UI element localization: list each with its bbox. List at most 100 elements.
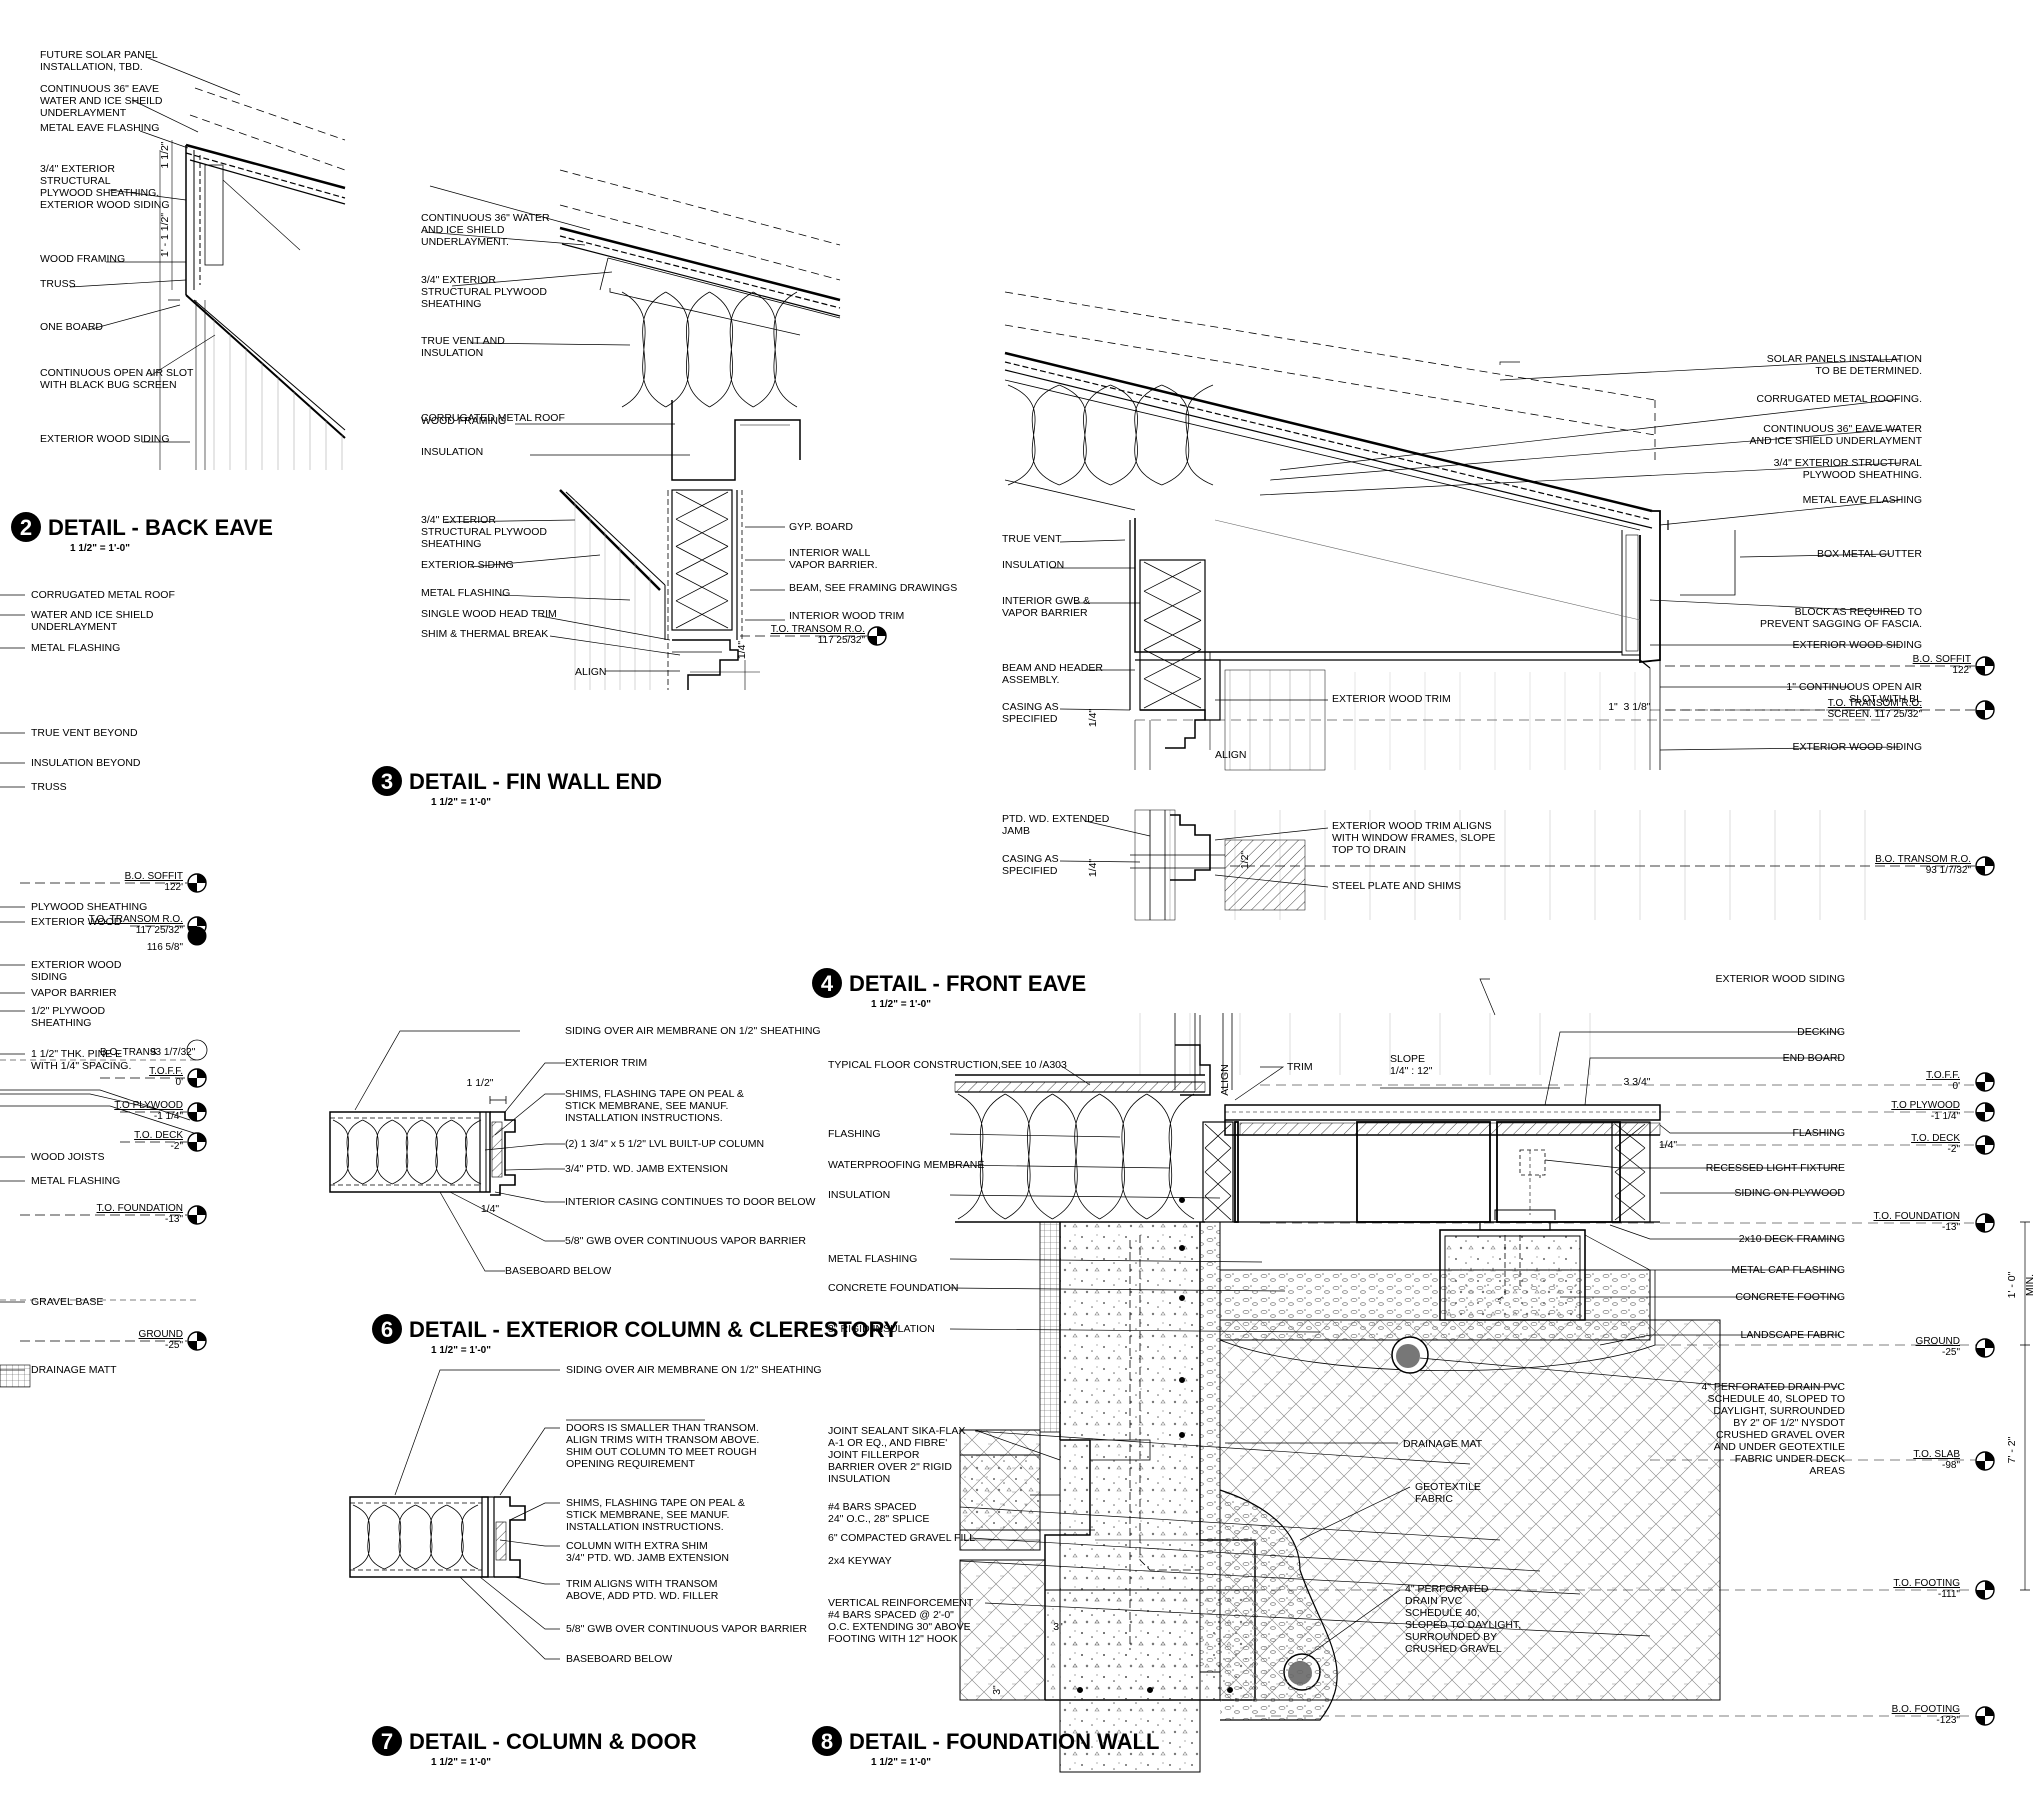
d8_mid-label-5-line: SLOPED TO DAYLIGHT,	[1405, 1619, 1521, 1631]
detail-scale: 1 1/2" = 1'-0"	[431, 1757, 491, 1768]
elevation-marker	[187, 1331, 207, 1351]
d6-label-0-line: SIDING OVER AIR MEMBRANE ON 1/2" SHEATHI…	[565, 1025, 821, 1037]
d4-label-12-line: VAPOR BARRIER	[1002, 607, 1088, 619]
d4-label-14-line: CASING AS	[1002, 701, 1059, 713]
d5-label-10-line: SHEATHING	[31, 1017, 91, 1029]
d3-label-14-line: INTERIOR WOOD TRIM	[789, 610, 904, 622]
d2-label-8: EXTERIOR WOOD SIDING	[40, 433, 170, 445]
d8_left-label-7-line: JOINT FILLERPOR	[828, 1449, 920, 1461]
d5-label-6-line: PLYWOOD SHEATHING	[31, 901, 147, 913]
d8_left-label-5: CONCRETE FOUNDATION	[828, 1282, 958, 1294]
d3-label-0-line: CORRUGATED METAL ROOF	[421, 412, 565, 424]
d8_right-label-4: RECESSED LIGHT FIXTURE	[1706, 1162, 1845, 1174]
d8_right-label-7-line: METAL CAP FLASHING	[1731, 1264, 1845, 1276]
dimension: 7' - 2"	[2006, 1436, 2018, 1463]
d3-label-5-line: INSULATION	[421, 446, 483, 458]
d3-label-2-line: SHEATHING	[421, 298, 481, 310]
d2-label-5: TRUSS	[40, 278, 76, 290]
detail-number: 6	[381, 1317, 393, 1342]
d4-label-1: CORRUGATED METAL ROOFING.	[1757, 393, 1922, 405]
d8_right-label-10-line: AREAS	[1809, 1465, 1845, 1477]
elevation-value: 0'	[176, 1077, 184, 1088]
d7-label-2: SHIMS, FLASHING TAPE ON PEAL &STICK MEMB…	[566, 1497, 745, 1533]
d7-label-1-line: ALIGN TRIMS WITH TRANSOM ABOVE.	[566, 1434, 759, 1446]
d4-label-4: METAL EAVE FLASHING	[1803, 494, 1922, 506]
d3-label-2-line: 3/4" EXTERIOR	[421, 274, 496, 286]
d4-label-0-line: TO BE DETERMINED.	[1815, 365, 1922, 377]
d3-label-10-line: SHIM & THERMAL BREAK	[421, 628, 548, 640]
d8_left-label-11-line: #4 BARS SPACED @ 2'-0"	[828, 1609, 954, 1621]
d4-label-2-line: AND ICE SHIELD UNDERLAYMENT	[1749, 435, 1922, 447]
d8_mid-label-5-line: 4" PERFORATED	[1405, 1583, 1489, 1595]
elevation-value: -25"	[165, 1340, 183, 1351]
detail-scale: 1 1/2" = 1'-0"	[871, 999, 931, 1010]
d4-label-5: BOX METAL GUTTER	[1817, 548, 1922, 560]
detail-title: DETAIL - FIN WALL END	[409, 769, 662, 794]
dimension: 1/4"	[1087, 859, 1099, 878]
detail-number: 3	[381, 769, 393, 794]
elevation-name: T.O. FOUNDATION	[97, 1203, 183, 1214]
d8_left-label-8-line: #4 BARS SPACED	[828, 1501, 917, 1513]
elevation-marker	[186, 1039, 208, 1061]
d5-label-7-line: EXTERIOR WOOD	[31, 916, 122, 928]
elevation-value: 122'	[164, 882, 183, 893]
d8_right-label-5: SIDING ON PLYWOOD	[1734, 1187, 1845, 1199]
d5-label-0-line: CORRUGATED METAL ROOF	[31, 589, 175, 601]
d5-label-12: WOOD JOISTS	[31, 1151, 105, 1163]
d2-label-3-line: EXTERIOR WOOD SIDING	[40, 199, 170, 211]
d3-label-12-line: VAPOR BARRIER.	[789, 559, 878, 571]
dimension: 3 1/8"	[1623, 701, 1650, 713]
elevation-marker	[1975, 1580, 1995, 1600]
elevation-value: SCREEN. 117 25/32"	[1827, 709, 1922, 720]
d7-label-5: 5/8" GWB OVER CONTINUOUS VAPOR BARRIER	[566, 1623, 807, 1635]
elevation-marker	[187, 1102, 207, 1122]
d4-label-13-line: BEAM AND HEADER	[1002, 662, 1103, 674]
d4-label-10: TRUE VENT	[1002, 533, 1062, 545]
d7-label-5-line: 5/8" GWB OVER CONTINUOUS VAPOR BARRIER	[566, 1623, 807, 1635]
d8_right-label-0-line: EXTERIOR WOOD SIDING	[1715, 973, 1845, 985]
d8_left-label-2-line: WATERPROOFING MEMBRANE	[828, 1159, 984, 1171]
elevation-value: 116 5/8"	[147, 942, 184, 953]
d8_mid-label-5-line: CRUSHED GRAVEL	[1405, 1643, 1502, 1655]
elevation-name: T.O. TRANSOM R.O.	[89, 914, 183, 925]
d5-label-6: PLYWOOD SHEATHING	[31, 901, 147, 913]
d4-label-19-line: WITH WINDOW FRAMES, SLOPE	[1332, 832, 1495, 844]
elevation-marker	[187, 1068, 207, 1088]
d5-label-15-line: DRAINAGE MATT	[31, 1364, 117, 1376]
d8_left-label-11-line: O.C. EXTENDING 30" ABOVE	[828, 1621, 971, 1633]
d2-label-6: ONE BOARD	[40, 321, 103, 333]
d4-label-19-line: TOP TO DRAIN	[1332, 844, 1406, 856]
d4-label-20: STEEL PLATE AND SHIMS	[1332, 880, 1461, 892]
d5-label-14-line: GRAVEL BASE	[31, 1296, 103, 1308]
d5-label-4: INSULATION BEYOND	[31, 757, 141, 769]
d8_right-label-1-line: DECKING	[1797, 1026, 1845, 1038]
d4-label-15: EXTERIOR WOOD TRIM	[1332, 693, 1451, 705]
elevation-value: 117 25/32"	[136, 925, 184, 936]
elevation-value: -13"	[1942, 1222, 1960, 1233]
d4-label-11-line: INSULATION	[1002, 559, 1064, 571]
d2-label-0-line: INSTALLATION, TBD.	[40, 61, 143, 73]
d8_left-label-10: 2x4 KEYWAY	[828, 1555, 892, 1567]
elevation-value: -123"	[1936, 1715, 1960, 1726]
dimension: MIN.	[2024, 1274, 2036, 1296]
d7-label-0: SIDING OVER AIR MEMBRANE ON 1/2" SHEATHI…	[566, 1364, 822, 1376]
d3-label-10: SHIM & THERMAL BREAK	[421, 628, 548, 640]
detail-title: DETAIL - FOUNDATION WALL	[849, 1729, 1159, 1754]
d6-label-3-line: (2) 1 3/4" x 5 1/2" LVL BUILT-UP COLUMN	[565, 1138, 764, 1150]
elevation-marker	[1975, 1135, 1995, 1155]
d8_left-label-6-line: 3" RIGID INSULATION	[828, 1323, 935, 1335]
d3-label-11: GYP. BOARD	[789, 521, 853, 533]
align-label: ALIGN	[1219, 1064, 1231, 1096]
d8_left-label-8-line: 24" O.C., 28" SPLICE	[828, 1513, 929, 1525]
d8_left-label-3: INSULATION	[828, 1189, 890, 1201]
d3-label-4-line: WOOD FRAMING	[421, 415, 506, 427]
dimension: 1/4"	[1659, 1139, 1678, 1151]
d4-label-20-line: STEEL PLATE AND SHIMS	[1332, 880, 1461, 892]
